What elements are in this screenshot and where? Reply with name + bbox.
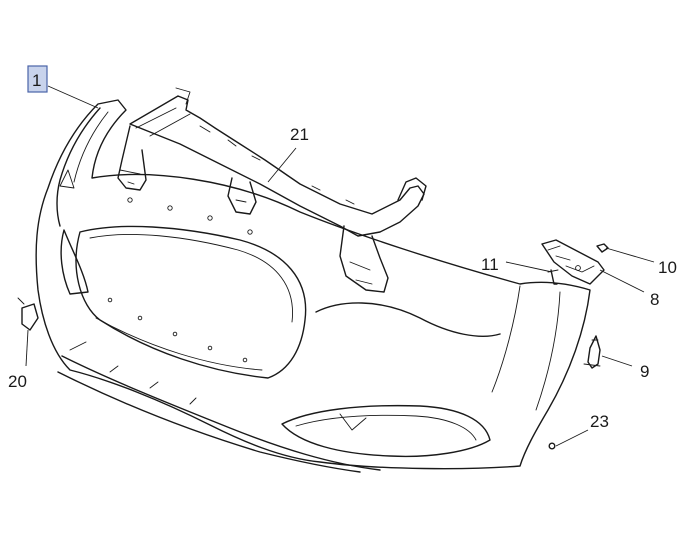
callout-11-label: 11 [481,255,499,274]
tow-hook-cover [17,297,39,331]
plug-part [548,442,556,450]
callout-1: 1 [27,65,48,93]
bumper-cover [35,99,591,473]
clip-part [596,243,609,253]
callout-23-label: 23 [590,412,609,431]
callout-9-label: 9 [640,362,649,381]
callout-1-highlight [27,65,48,93]
callout-8-label: 8 [650,290,659,309]
bolt-part [583,335,601,369]
upper-support-bracket [117,87,427,293]
callout-1-label: 1 [32,71,41,90]
leader-lines [25,85,655,447]
side-guide-bracket [541,239,605,285]
callout-21-label: 21 [290,125,309,144]
callout-20-label: 20 [8,372,27,391]
callout-10-label: 10 [658,258,677,277]
